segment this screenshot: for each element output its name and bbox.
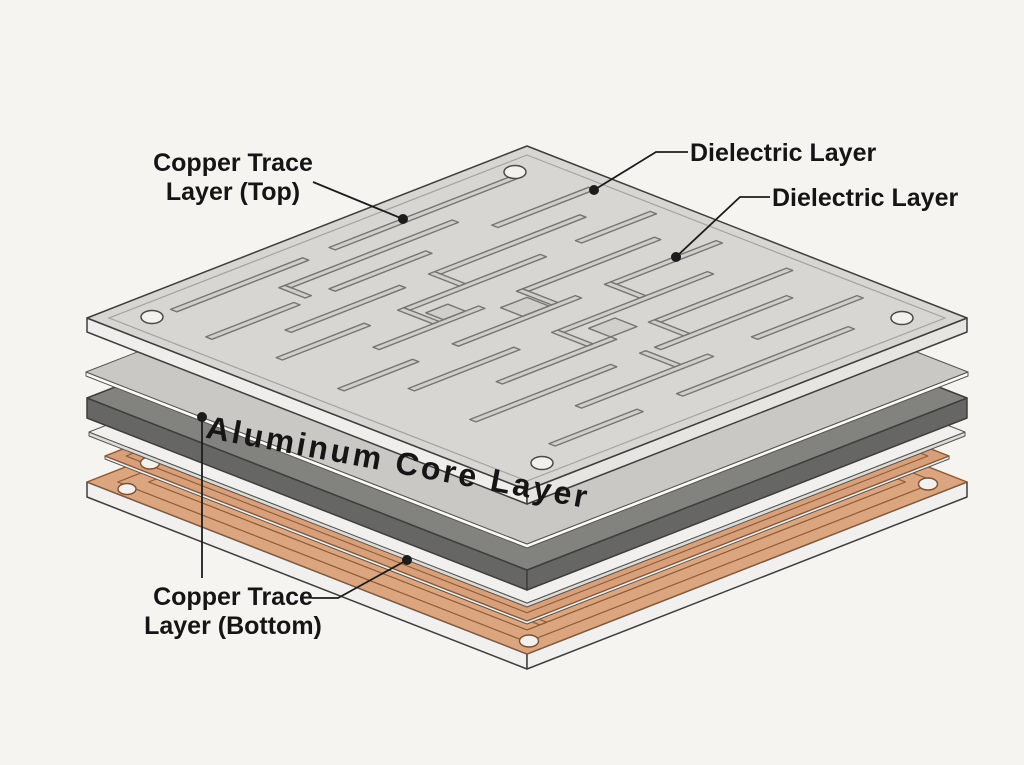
top-board-hole-west xyxy=(140,309,164,325)
top-board-hole-south xyxy=(530,455,554,471)
label-copper-trace-bottom: Copper Trace Layer (Bottom) xyxy=(124,583,342,641)
label-copper-trace-bottom-line1: Copper Trace xyxy=(153,583,313,611)
leader-dielectric-1 xyxy=(593,151,688,191)
layer-top-board xyxy=(86,145,968,505)
leader-dot-aluminum-core xyxy=(197,412,207,422)
callout-leaders xyxy=(197,151,770,599)
leader-dot-copper-bottom xyxy=(402,555,412,565)
bottom-board-hole-south xyxy=(518,634,540,648)
top-board-inset-outline xyxy=(107,154,947,482)
bottom-board-hole-east xyxy=(917,477,939,491)
label-copper-trace-bottom-line2: Layer (Bottom) xyxy=(144,612,322,640)
leader-copper-bottom xyxy=(312,559,408,599)
label-copper-trace-top-line2: Layer (Top) xyxy=(165,178,301,206)
leader-dot-copper-top xyxy=(398,214,408,224)
bottom-board-hole-west xyxy=(117,482,137,496)
leader-dielectric-2 xyxy=(675,196,770,258)
top-board-hole-north xyxy=(503,164,527,180)
top-board-top-face xyxy=(86,145,968,491)
label-dielectric-layer-1: Dielectric Layer xyxy=(690,139,877,167)
top-board-hole-east xyxy=(890,310,914,326)
leader-dot-dielectric-2 xyxy=(671,252,681,262)
label-copper-trace-top: Copper Trace Layer (Top) xyxy=(118,149,348,207)
leader-copper-top xyxy=(312,181,404,220)
leader-dot-dielectric-1 xyxy=(589,185,599,195)
label-copper-trace-top-line1: Copper Trace xyxy=(153,149,313,177)
label-dielectric-layer-2: Dielectric Layer xyxy=(772,184,959,212)
